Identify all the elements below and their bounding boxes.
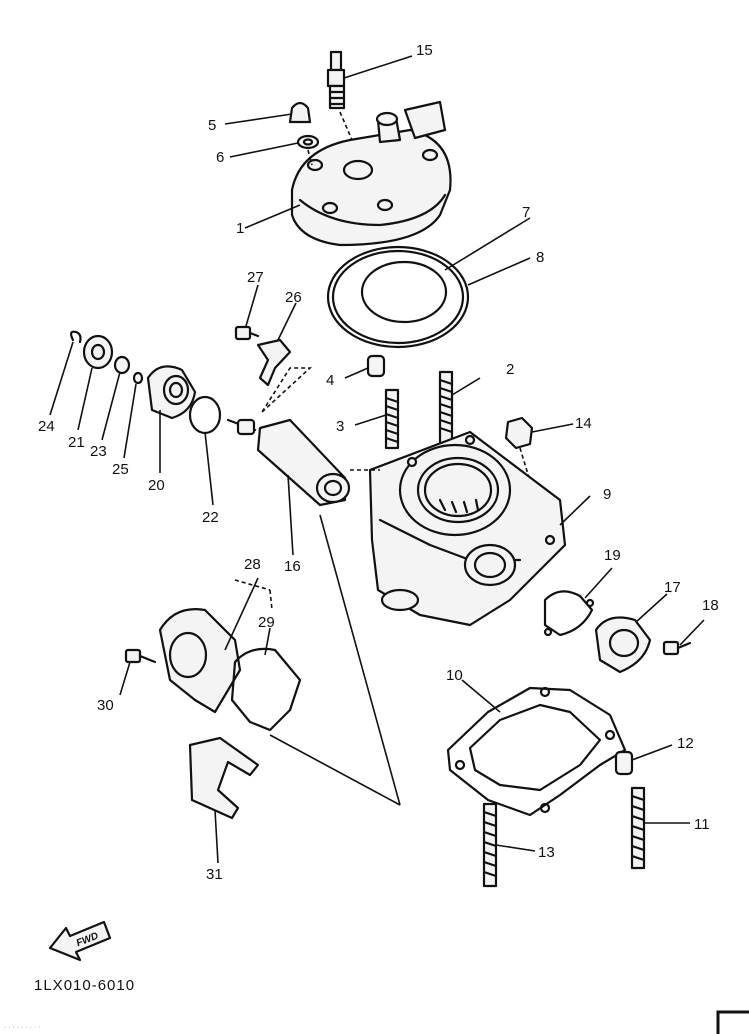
callout-16: 16	[284, 558, 301, 575]
corner-bracket	[716, 1010, 749, 1034]
cover-gasket	[230, 647, 302, 732]
callout-30: 30	[97, 697, 114, 714]
cover-bolt	[124, 648, 157, 664]
stud-long	[438, 370, 454, 446]
callout-29: 29	[258, 614, 275, 631]
callout-4: 4	[326, 372, 334, 389]
assembly-lines	[234, 514, 401, 806]
callout-24: 24	[38, 418, 55, 435]
small-o-ring	[132, 371, 144, 385]
diagram-code: 1LX010-6010	[34, 977, 135, 994]
side-cover	[158, 608, 242, 714]
callout-3: 3	[336, 418, 344, 435]
collar	[113, 355, 131, 375]
base-gasket	[446, 686, 627, 817]
callout-19: 19	[604, 547, 621, 564]
base-stud-right	[630, 786, 646, 870]
exhaust-gasket	[543, 590, 595, 637]
callout-8: 8	[536, 249, 544, 266]
base-stud-left	[482, 802, 498, 888]
dowel-pin	[366, 354, 386, 378]
callout-7: 7	[522, 204, 530, 221]
footer-marks: · · · · · · · · ·	[4, 1024, 41, 1031]
head-nut	[288, 101, 312, 124]
callout-labels: 1 2 3 4 5 6 7 8 9 10 11 12 13 14 15 16 1…	[38, 42, 719, 883]
valve-housing	[146, 365, 197, 420]
dowel-pin-base	[614, 750, 634, 776]
flange-bolt	[662, 640, 692, 656]
callout-22: 22	[202, 509, 219, 526]
lever-bolt	[234, 325, 260, 341]
callout-26: 26	[285, 289, 302, 306]
head-gasket-inner	[360, 260, 448, 324]
callout-28: 28	[244, 556, 261, 573]
exhaust-valve-assembly	[226, 367, 380, 507]
callout-leaders	[49, 55, 705, 864]
callout-31: 31	[206, 866, 223, 883]
cylinder-head	[290, 100, 452, 247]
head-gasket-outer	[326, 245, 470, 349]
callout-20: 20	[148, 477, 165, 494]
callout-5: 5	[208, 117, 216, 134]
callout-12: 12	[677, 735, 694, 752]
callout-27: 27	[247, 269, 264, 286]
valve-lever	[256, 338, 292, 387]
circlip	[69, 330, 82, 344]
callout-17: 17	[664, 579, 681, 596]
callout-21: 21	[68, 434, 85, 451]
callout-25: 25	[112, 461, 129, 478]
callout-2: 2	[506, 361, 514, 378]
cover-guard	[188, 736, 260, 820]
cylinder-body	[368, 430, 567, 627]
callout-14: 14	[575, 415, 592, 432]
exhaust-flange	[594, 616, 652, 674]
forward-arrow-icon: FWD	[48, 920, 112, 962]
spark-plug	[326, 50, 353, 141]
callout-1: 1	[236, 220, 244, 237]
stud-short	[384, 388, 400, 450]
callout-10: 10	[446, 667, 463, 684]
callout-11: 11	[694, 816, 710, 833]
bearing	[82, 334, 114, 370]
housing-o-ring	[188, 395, 222, 435]
callout-15: 15	[416, 42, 433, 59]
callout-9: 9	[603, 486, 611, 503]
callout-13: 13	[538, 844, 555, 861]
callout-23: 23	[90, 443, 107, 460]
callout-18: 18	[702, 597, 719, 614]
head-washer	[296, 134, 320, 166]
callout-6: 6	[216, 149, 224, 166]
